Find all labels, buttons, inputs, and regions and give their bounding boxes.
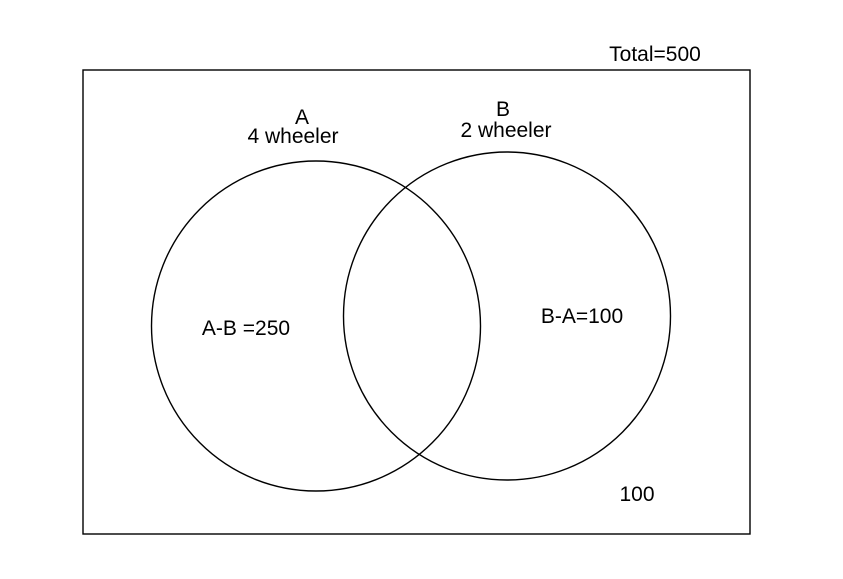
b-only-region-label: B-A=100 xyxy=(541,305,623,328)
a-only-region-label: A-B =250 xyxy=(202,317,290,340)
outside-region-label: 100 xyxy=(619,483,654,506)
total-label: Total=500 xyxy=(609,43,701,66)
set-a-letter: A xyxy=(295,106,309,129)
set-b-letter: B xyxy=(496,98,510,121)
set-b-circle xyxy=(342,151,672,481)
set-b-name: 2 wheeler xyxy=(460,119,551,142)
set-a-name: 4 wheeler xyxy=(247,125,338,148)
set-a-circle xyxy=(150,160,482,492)
universal-set-rectangle xyxy=(82,69,751,535)
